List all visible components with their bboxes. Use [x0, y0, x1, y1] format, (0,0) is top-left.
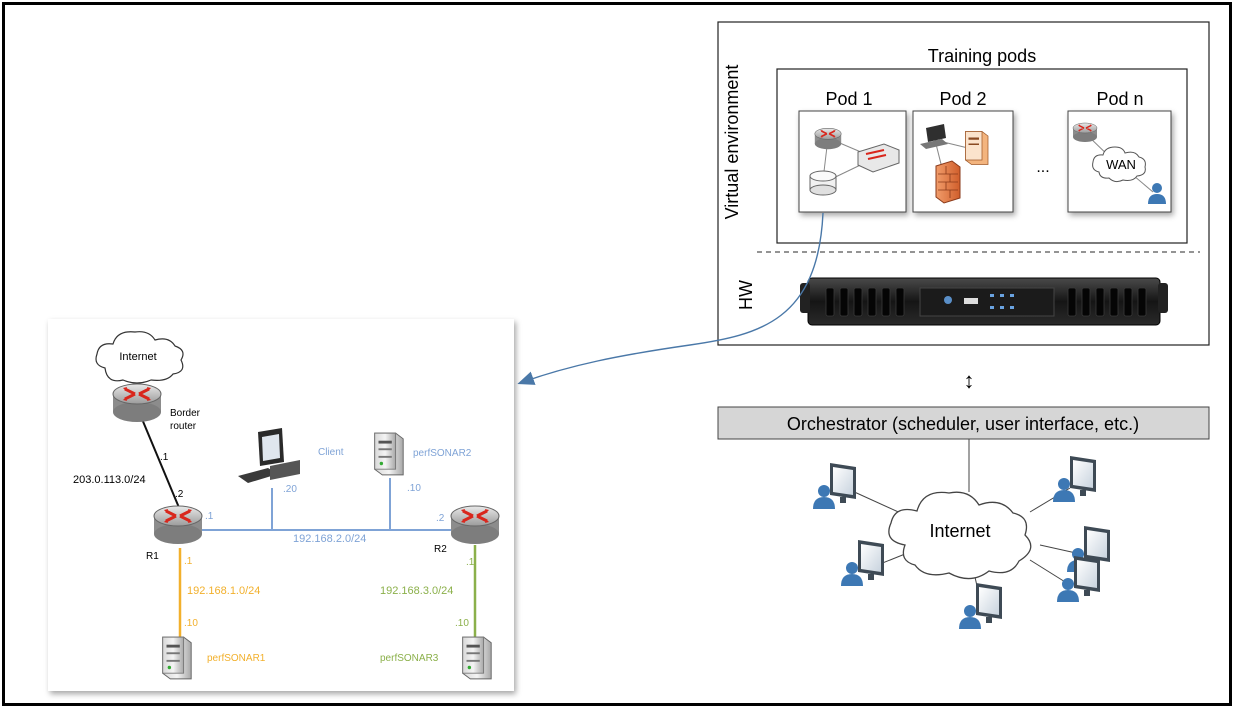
pod-n-wan-cloud: WAN: [1092, 146, 1146, 183]
user-icon-6: [959, 583, 1002, 629]
r1-label: R1: [146, 551, 159, 562]
perfsonar1-server-icon: [162, 636, 192, 680]
user-icon-2: [1053, 456, 1096, 502]
wan-label: WAN: [1106, 157, 1136, 172]
user-icon-3: [841, 540, 884, 586]
user-icon-5: [1057, 556, 1100, 602]
pod-2-box: [912, 110, 1014, 213]
pod-1-database-icon: [809, 170, 837, 196]
r2-iface-left: .2: [436, 513, 445, 524]
r2-iface-down: .1: [466, 557, 475, 568]
perfsonar2-server-icon: [374, 432, 404, 476]
border-router-label-1: Border: [170, 408, 201, 419]
pods-ellipsis: ...: [1036, 159, 1049, 176]
perfsonar3-server-icon: [462, 636, 492, 680]
client-iface: .20: [283, 484, 297, 495]
r2-label: R2: [434, 544, 447, 555]
pod-1-router-icon: [813, 127, 843, 151]
perfsonar3-label: perfSONAR3: [380, 653, 439, 664]
border-router-label-2: router: [170, 421, 197, 432]
wan-link: [136, 406, 181, 511]
border-router-icon: [111, 382, 163, 424]
pod-1-switch-icon: [857, 143, 900, 173]
user-icon-1: [813, 463, 856, 509]
r1-iface-up: .2: [175, 489, 184, 500]
orchestrator-double-arrow: ↕: [964, 368, 975, 393]
lan-orange-subnet: 192.168.1.0/24: [187, 585, 260, 597]
pod-2-label: Pod 2: [939, 89, 986, 109]
hw-server-appliance: [800, 277, 1168, 326]
lan-blue-subnet: 192.168.2.0/24: [293, 533, 366, 545]
topology-internet-cloud: Internet: [95, 331, 184, 384]
perfsonar2-label: perfSONAR2: [413, 448, 472, 459]
pod-2-laptop-icon: [920, 124, 948, 149]
pod-n-user-icon: [1148, 183, 1166, 204]
perfsonar2-iface: .10: [407, 483, 421, 494]
r1-router-icon: [152, 504, 204, 546]
pod-2-firewall-icon: [935, 160, 961, 204]
lan-green-subnet: 192.168.3.0/24: [380, 585, 453, 597]
orchestrator-label: Orchestrator (scheduler, user interface,…: [787, 414, 1139, 434]
users-internet-label: Internet: [929, 521, 990, 541]
r2-router-icon: [449, 504, 501, 546]
client-computer-icon: [238, 428, 300, 483]
topology-internet-label: Internet: [119, 351, 156, 363]
wan-subnet-label: 203.0.113.0/24: [73, 474, 146, 486]
r1-iface-right: .1: [205, 511, 214, 522]
pod-n-label: Pod n: [1096, 89, 1143, 109]
client-label: Client: [318, 447, 344, 458]
training-pods-title: Training pods: [928, 46, 1036, 66]
virtual-environment-label: Virtual environment: [722, 65, 742, 220]
pod-1-label: Pod 1: [825, 89, 872, 109]
perfsonar3-iface: .10: [455, 618, 469, 629]
pod-n-router-icon: [1072, 122, 1098, 143]
hw-label: HW: [736, 280, 756, 310]
perfsonar1-iface: .10: [184, 618, 198, 629]
r1-iface-down: .1: [184, 556, 193, 567]
pod-2-server-icon: [965, 131, 989, 165]
perfsonar1-label: perfSONAR1: [207, 653, 266, 664]
pod-to-topology-arrow: [517, 212, 824, 385]
border-router-iface: .1: [160, 452, 169, 463]
orchestrator-box: [717, 406, 1210, 440]
users-internet-cloud: Internet: [888, 491, 1032, 580]
